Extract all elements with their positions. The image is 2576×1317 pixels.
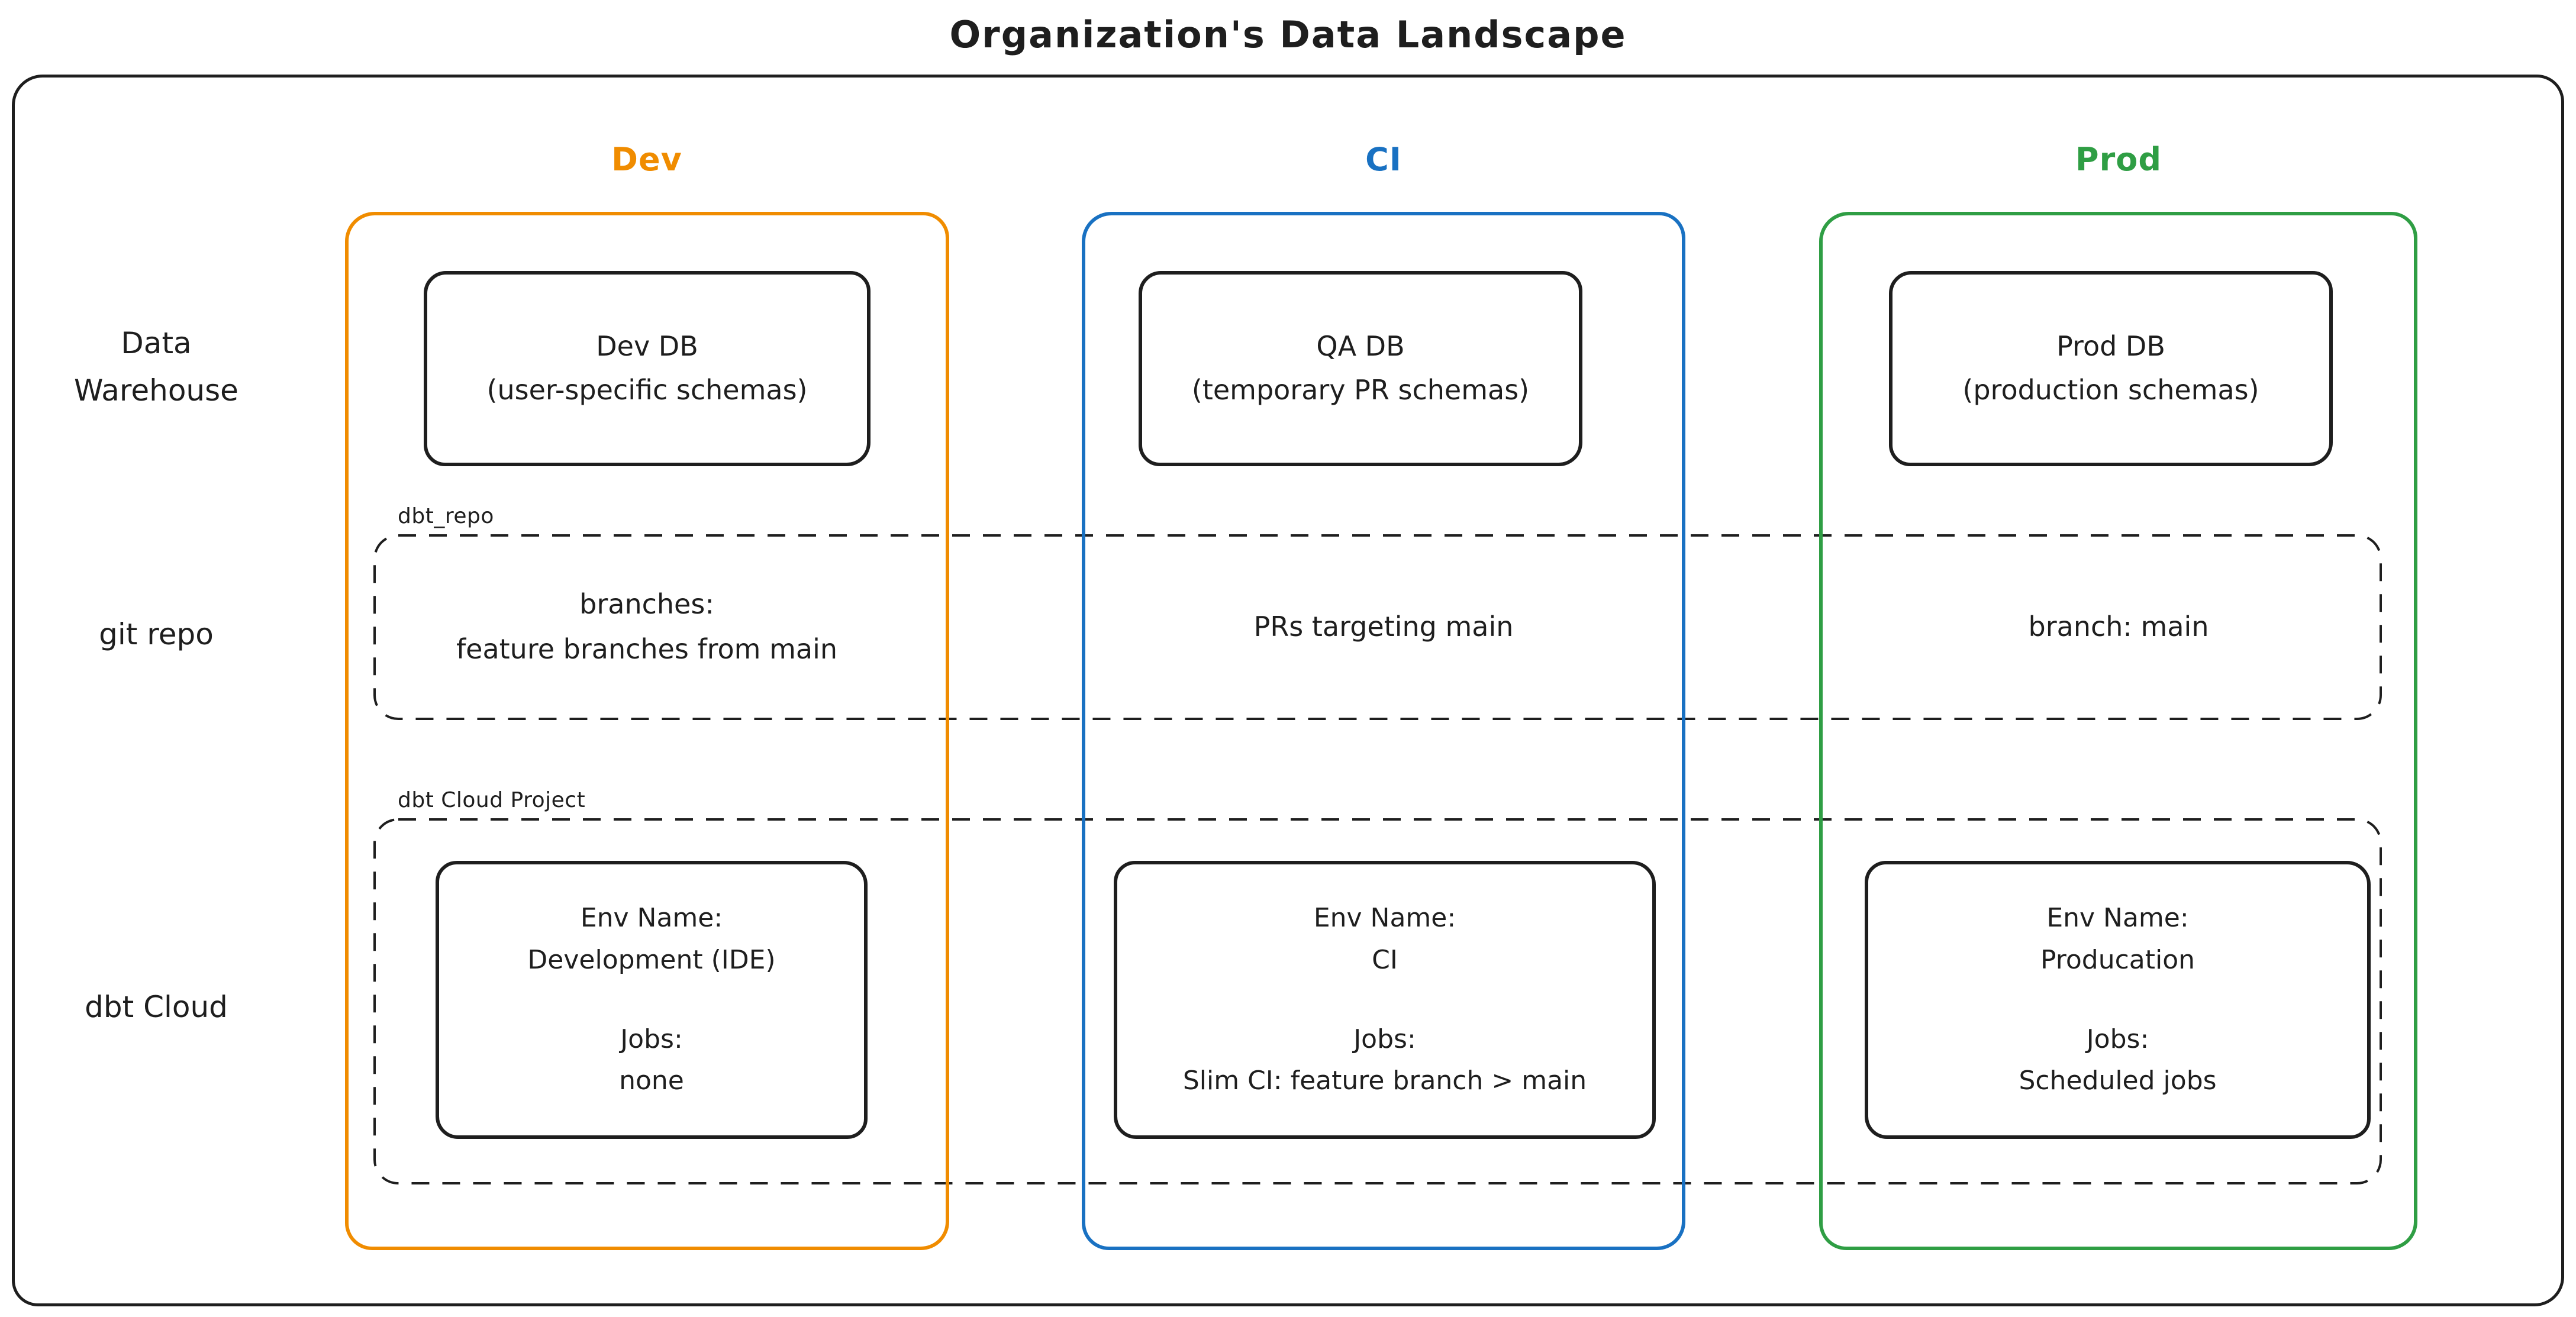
dbt-cloud-band-outline — [373, 818, 2382, 1184]
diagram-title: Organization's Data Landscape — [949, 13, 1627, 56]
row-label-line: Warehouse — [74, 373, 238, 408]
qa-db-box: QA DB (temporary PR schemas) — [1139, 271, 1582, 466]
ci-environment-box: Env Name: CI Jobs: Slim CI: feature bran… — [1114, 861, 1656, 1139]
db-detail: (user-specific schemas) — [486, 374, 808, 406]
git-repo-band-outline — [373, 534, 2382, 720]
jobs-value: Scheduled jobs — [2019, 1066, 2217, 1096]
env-name: Development (IDE) — [527, 944, 776, 975]
git-repo-band-label: dbt_repo — [398, 504, 494, 528]
db-name: QA DB — [1316, 330, 1405, 363]
git-cell-line: feature branches from main — [456, 633, 838, 665]
jobs-label: Jobs: — [620, 1024, 683, 1054]
ci-column-header: CI — [1365, 141, 1402, 178]
db-detail: (production schemas) — [1962, 374, 2259, 406]
jobs-label: Jobs: — [2086, 1024, 2149, 1054]
env-name: Producation — [2040, 944, 2195, 975]
env-label: Env Name: — [580, 903, 723, 934]
ci-column-frame — [1082, 212, 1685, 1250]
dev-environment-box: Env Name: Development (IDE) Jobs: none — [436, 861, 868, 1139]
git-cell-dev: branches: feature branches from main — [351, 535, 943, 719]
landscape-container — [12, 75, 2564, 1306]
jobs-value: none — [619, 1066, 684, 1096]
jobs-value: Slim CI: feature branch > main — [1182, 1066, 1587, 1096]
dev-column-header: Dev — [611, 141, 682, 178]
db-name: Dev DB — [596, 330, 698, 363]
row-label-git-repo: git repo — [38, 611, 275, 658]
git-cell-line: PRs targeting main — [1253, 611, 1514, 643]
git-cell-ci: PRs targeting main — [1088, 535, 1679, 719]
dbt-cloud-band-label: dbt Cloud Project — [398, 788, 586, 812]
prod-db-box: Prod DB (production schemas) — [1889, 271, 2333, 466]
git-cell-line: branch: main — [2028, 611, 2209, 643]
dev-db-box: Dev DB (user-specific schemas) — [424, 271, 871, 466]
db-detail: (temporary PR schemas) — [1191, 374, 1530, 406]
jobs-label: Jobs: — [1353, 1024, 1416, 1054]
db-name: Prod DB — [2056, 330, 2165, 363]
row-label-dbt-cloud: dbt Cloud — [38, 983, 275, 1031]
env-label: Env Name: — [2046, 903, 2189, 934]
prod-environment-box: Env Name: Producation Jobs: Scheduled jo… — [1865, 861, 2371, 1139]
env-name: CI — [1372, 944, 1398, 975]
dev-column-frame — [345, 212, 949, 1250]
row-label-line: dbt Cloud — [85, 990, 228, 1024]
git-cell-prod: branch: main — [1837, 535, 2400, 719]
row-label-line: git repo — [99, 617, 214, 651]
git-cell-line: branches: — [579, 588, 714, 621]
prod-column-frame — [1819, 212, 2417, 1250]
prod-column-header: Prod — [2075, 141, 2162, 178]
env-label: Env Name: — [1313, 903, 1456, 934]
row-label-data-warehouse: Data Warehouse — [38, 319, 275, 414]
row-label-line: Data — [121, 326, 192, 360]
